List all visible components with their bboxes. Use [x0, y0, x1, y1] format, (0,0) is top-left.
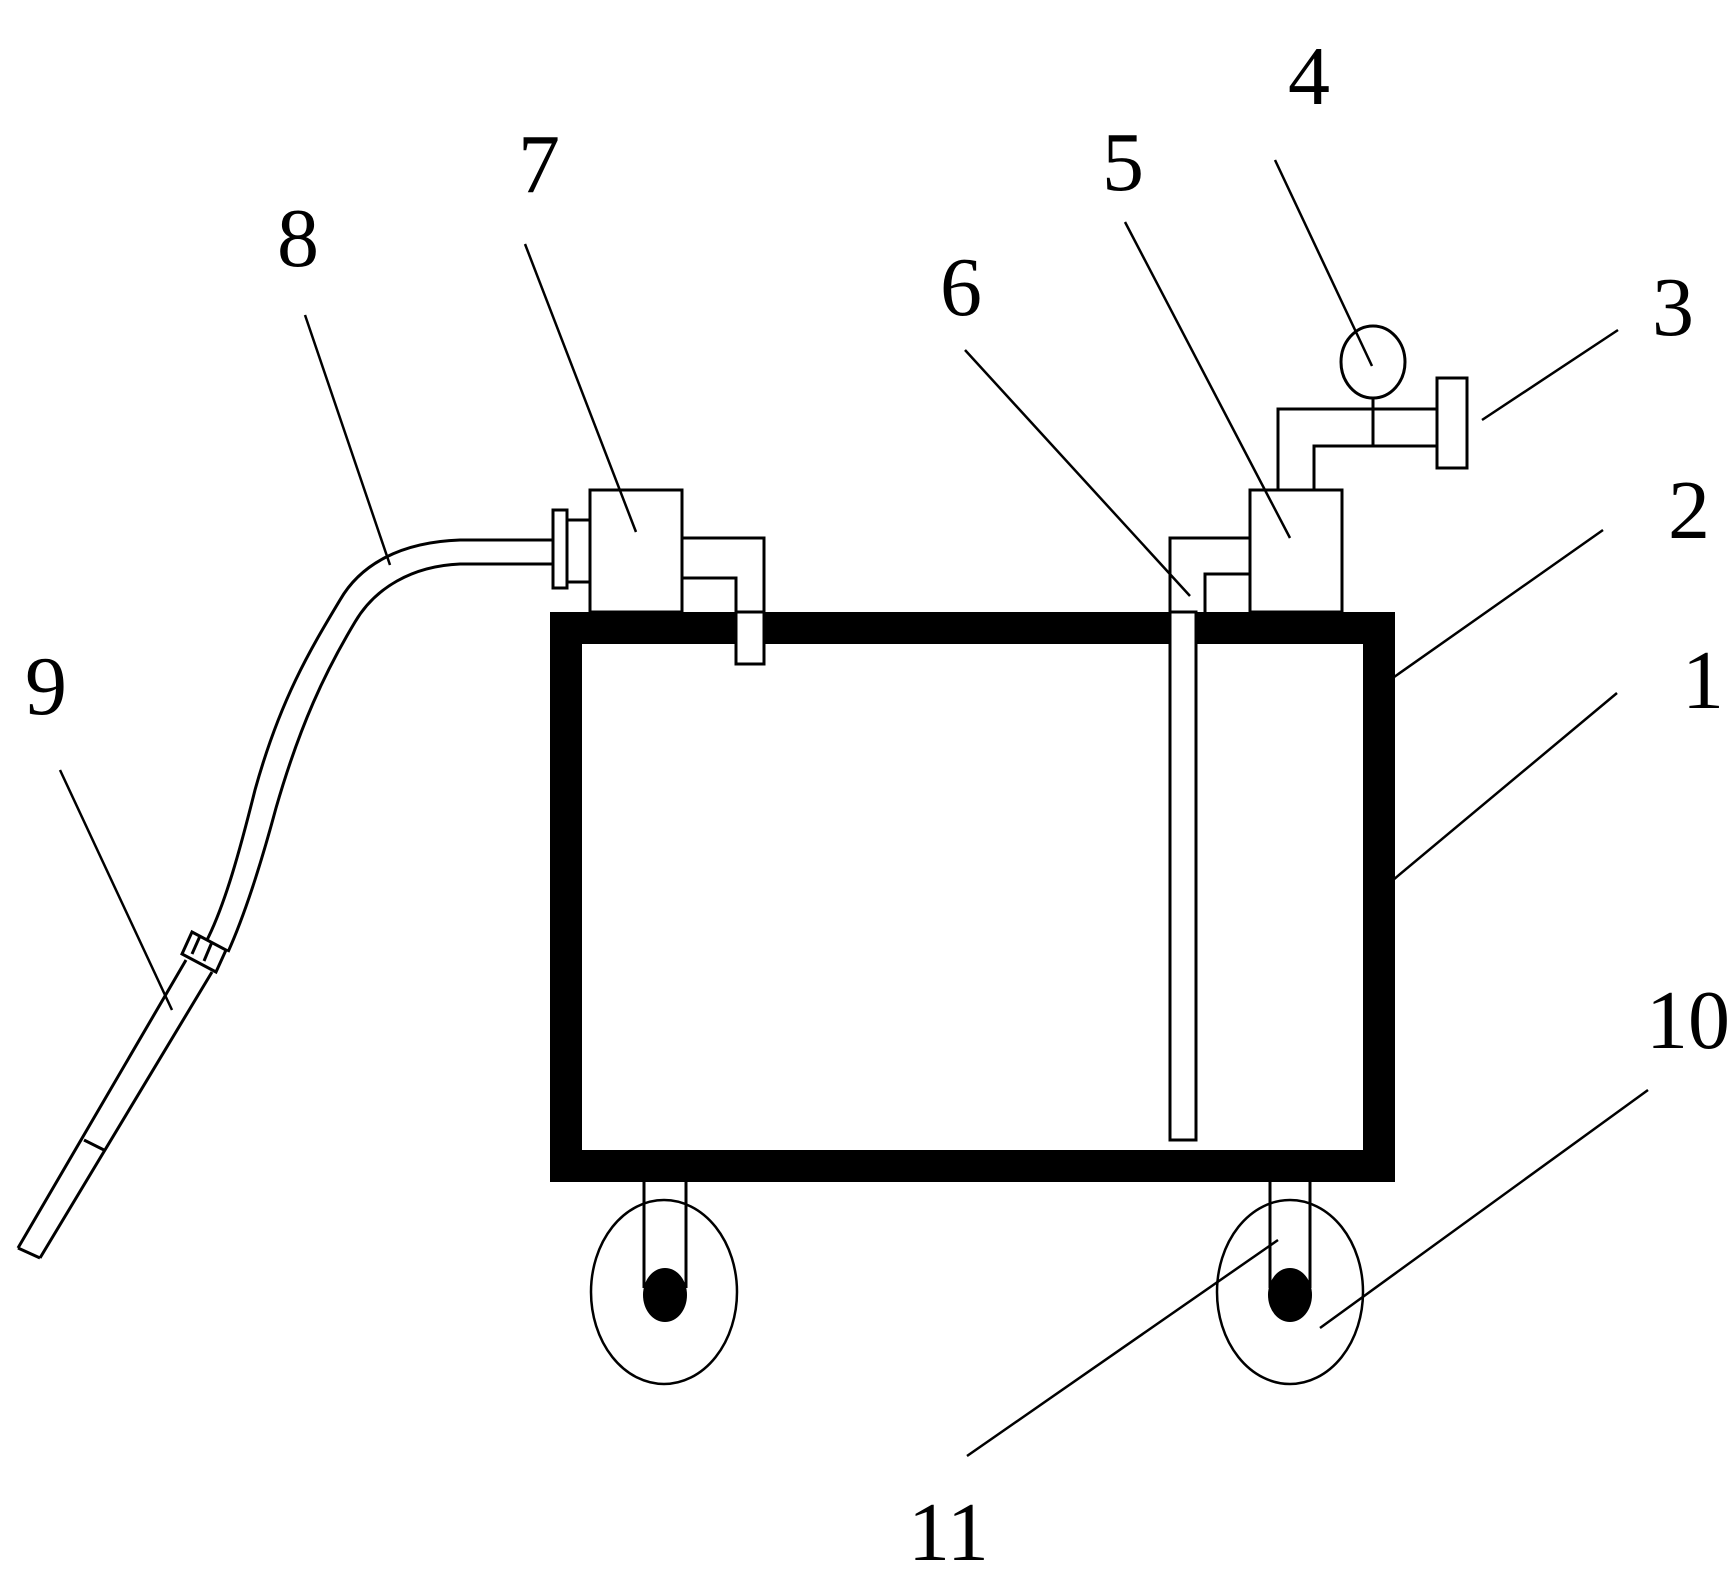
- label-8: 8: [277, 192, 319, 285]
- label-6: 6: [940, 241, 982, 334]
- tank-wall: [550, 612, 1395, 1182]
- leader-10: [1319, 1088, 1649, 1330]
- label-4: 4: [1288, 30, 1330, 123]
- left-fitting: [551, 488, 766, 666]
- leader-4: [1273, 159, 1374, 367]
- leader-lines: [58, 159, 1649, 1458]
- leader-3: [1481, 328, 1619, 422]
- right-fitting-block: [1248, 488, 1344, 614]
- right-wheel-assembly: [1215, 1182, 1365, 1386]
- left-elbow-outlet: [734, 610, 766, 666]
- hose: [204, 538, 553, 953]
- lance-joint: [83, 1138, 105, 1152]
- label-2: 2: [1668, 464, 1710, 557]
- right-wheel-hub: [1268, 1268, 1312, 1322]
- left-wheel-assembly: [589, 1182, 739, 1386]
- leader-11: [966, 1238, 1279, 1458]
- right-wheel-bracket: [1268, 1182, 1312, 1288]
- hose-upper-edge: [204, 538, 553, 943]
- right-elbow-pipe-inner: [1312, 444, 1440, 490]
- reference-numerals: 4 5 7 8 6 3 2 1 9 10 11: [25, 30, 1730, 1579]
- right-valve-flange: [1435, 376, 1469, 470]
- label-10: 10: [1646, 974, 1730, 1067]
- tank: [550, 612, 1395, 1182]
- leader-1: [1392, 692, 1618, 881]
- leader-9: [58, 769, 174, 1011]
- leader-5: [1123, 221, 1292, 539]
- left-fitting-block: [588, 488, 684, 614]
- coupling-line-a: [190, 935, 202, 955]
- left-flange-collar: [565, 518, 592, 584]
- left-flange: [551, 508, 569, 590]
- coupling-line-b: [202, 941, 214, 962]
- left-wheel-bracket: [642, 1182, 688, 1288]
- right-fitting: [1248, 383, 1440, 614]
- dip-tube-elbow: [1168, 536, 1250, 612]
- leader-6: [964, 349, 1191, 597]
- label-7: 7: [518, 118, 560, 211]
- dip-tube-pipe: [1168, 610, 1198, 1142]
- hose-lower-edge: [226, 562, 553, 953]
- lance-tube: [16, 959, 214, 1259]
- left-wheel: [589, 1198, 739, 1386]
- label-9: 9: [25, 640, 67, 733]
- pressure-gauge: [1339, 324, 1407, 400]
- leader-2: [1386, 528, 1604, 684]
- spray-lance: [16, 929, 228, 1260]
- lance-coupling: [180, 929, 228, 975]
- label-3: 3: [1652, 261, 1694, 354]
- right-elbow-pipe: [1276, 407, 1440, 490]
- left-elbow-inner: [682, 576, 738, 612]
- label-5: 5: [1102, 116, 1144, 209]
- left-wheel-hub: [643, 1268, 687, 1322]
- dip-tube: [1168, 536, 1250, 1142]
- right-wheel: [1215, 1198, 1365, 1386]
- label-11: 11: [908, 1486, 989, 1579]
- label-1: 1: [1682, 634, 1724, 727]
- leader-8: [303, 314, 392, 566]
- lance-tip: [17, 1246, 41, 1260]
- leader-7: [523, 243, 638, 533]
